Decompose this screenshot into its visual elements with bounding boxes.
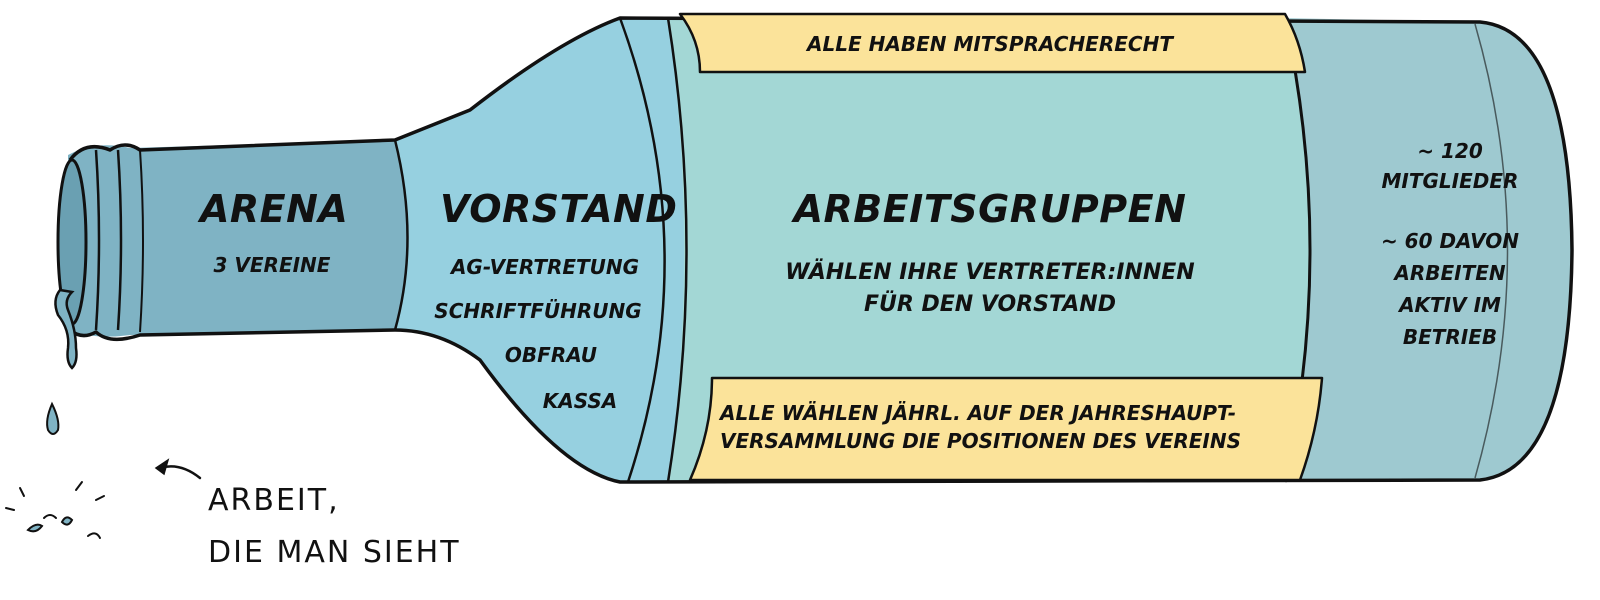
vorstand-title: VORSTAND bbox=[440, 187, 678, 231]
vorstand-role: KASSA bbox=[542, 389, 618, 413]
top-banner-text: ALLE HABEN MITSPRACHERECHT bbox=[807, 32, 1173, 56]
bottom-banner-shape bbox=[688, 376, 1324, 482]
drop bbox=[46, 401, 60, 435]
arbeitsgruppen-line: FÜR DEN VORSTAND bbox=[864, 292, 1116, 317]
bottle-neck-section bbox=[68, 140, 408, 337]
arena-title: ARENA bbox=[200, 187, 349, 231]
members-line: AKTIV IM bbox=[1399, 293, 1501, 317]
drip bbox=[54, 288, 78, 370]
caption-line: DIE MAN SIEHT bbox=[208, 535, 461, 570]
arbeitsgruppen-title: ARBEITSGRUPPEN bbox=[793, 187, 1187, 231]
caption-line: ARBEIT, bbox=[208, 483, 340, 518]
top-banner-shape bbox=[678, 12, 1307, 74]
members-line: BETRIEB bbox=[1402, 325, 1498, 349]
vorstand-role: OBFRAU bbox=[504, 343, 598, 367]
bottom-banner-text: VERSAMMLUNG DIE POSITIONEN DES VEREINS bbox=[720, 429, 1242, 453]
bottle-shoulder-section bbox=[395, 18, 684, 482]
arbeitsgruppen-line: WÄHLEN IHRE VERTRETER:INNEN bbox=[785, 260, 1195, 285]
bottom-banner-text: ALLE WÄHLEN JÄHRL. AUF DER JAHRESHAUPT- bbox=[720, 401, 1237, 425]
arena-subtitle: 3 VEREINE bbox=[213, 253, 331, 277]
bottle-body-section bbox=[665, 18, 1310, 482]
vorstand-role: SCHRIFTFÜHRUNG bbox=[434, 299, 642, 323]
splash-marks bbox=[5, 481, 105, 539]
members-line: MITGLIEDER bbox=[1381, 169, 1519, 193]
members-line: ~ 120 bbox=[1417, 139, 1483, 163]
members-line: ARBEITEN bbox=[1394, 261, 1506, 285]
members-line: ~ 60 DAVON bbox=[1380, 229, 1520, 253]
vorstand-role: AG-VERTRETUNG bbox=[450, 255, 640, 279]
